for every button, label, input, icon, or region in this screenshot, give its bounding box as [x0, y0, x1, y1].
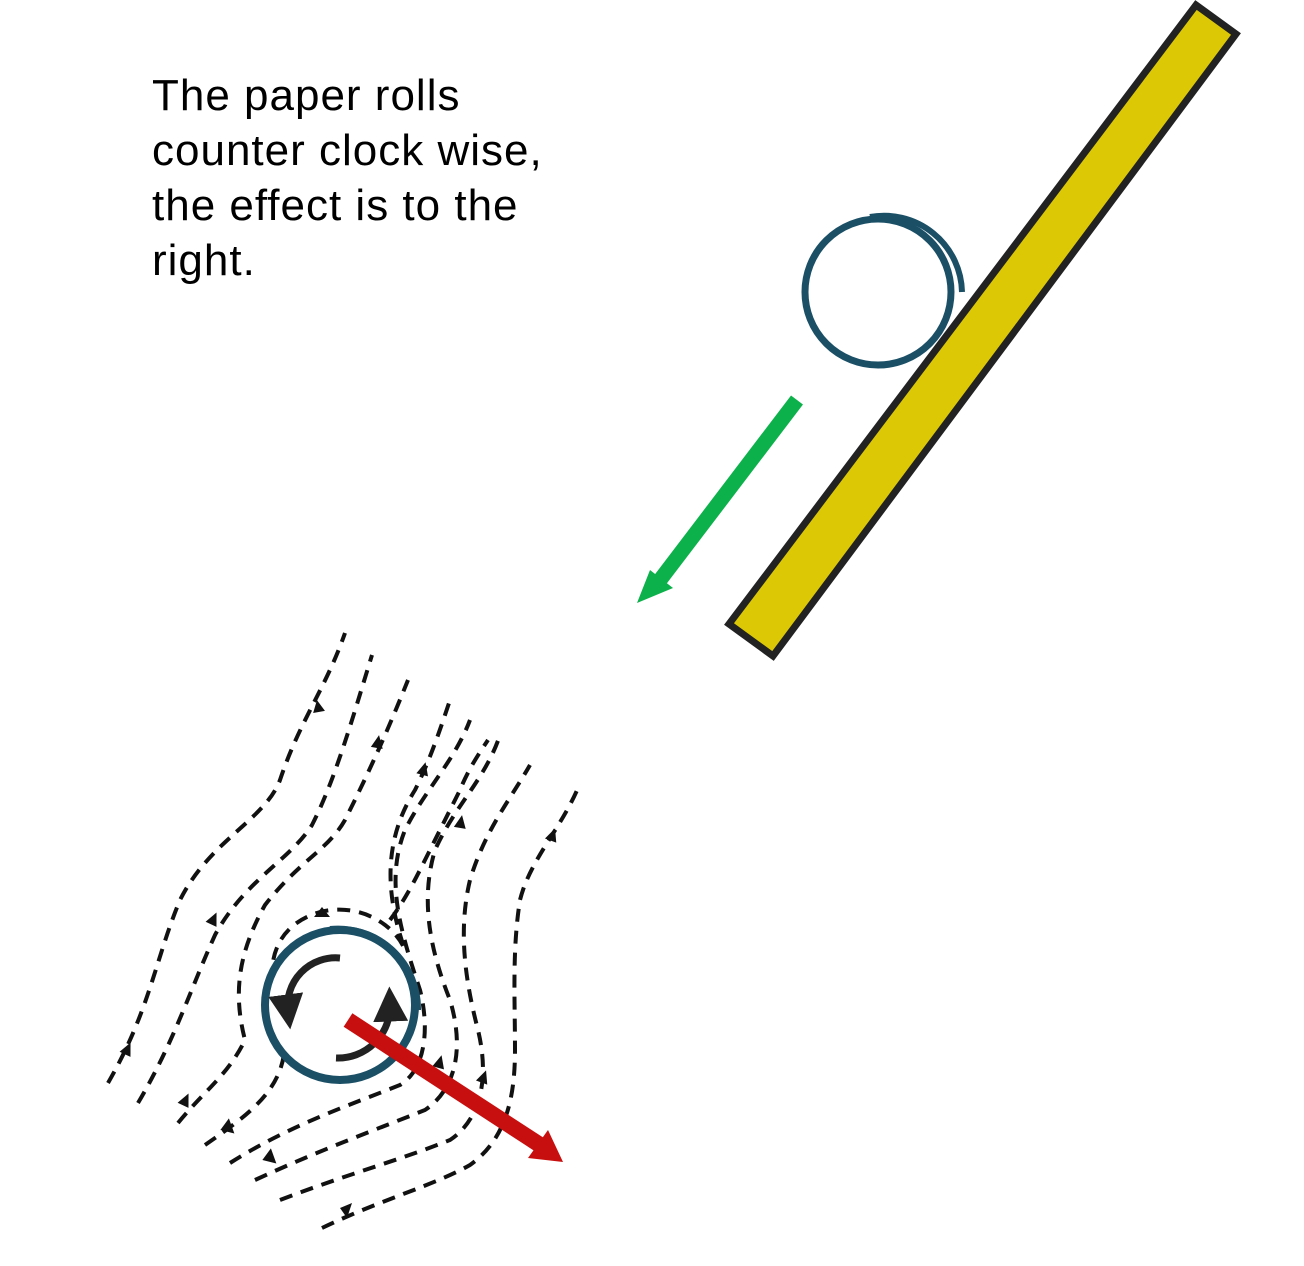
- caption-line-2: counter clock wise,: [152, 126, 543, 175]
- streamline: [176, 679, 410, 1125]
- flow-arrowhead: [220, 1118, 235, 1134]
- caption-line-3: the effect is to the: [152, 181, 519, 230]
- spin-arrow-upper: [268, 954, 341, 1030]
- falling-direction-arrow: [637, 395, 803, 603]
- flow-arrowhead: [313, 700, 325, 713]
- caption-line-4: right.: [152, 236, 256, 285]
- flow-arrowhead: [416, 762, 428, 777]
- flow-arrowhead: [432, 1055, 444, 1070]
- streamline: [279, 764, 532, 1202]
- streamline: [136, 654, 374, 1105]
- streamline: [228, 719, 472, 1165]
- flow-arrowhead: [177, 1093, 189, 1108]
- airflow-streamlines: [106, 632, 580, 1230]
- streamline-arrowheads: [119, 700, 557, 1218]
- flow-arrowhead: [205, 912, 217, 927]
- streamline: [388, 738, 490, 922]
- flow-arrowhead: [453, 815, 466, 829]
- inclined-ramp: [724, 0, 1241, 661]
- flow-arrowhead: [119, 1042, 131, 1057]
- flow-arrowhead: [262, 1148, 277, 1164]
- streamline: [254, 734, 502, 1182]
- magnus-force-arrow: [343, 1013, 563, 1162]
- flow-arrowhead: [340, 1203, 352, 1218]
- flow-arrowhead: [544, 828, 557, 843]
- flow-arrowhead: [475, 1070, 488, 1085]
- caption-text: The paper rolls counter clock wise, the …: [152, 68, 672, 288]
- flow-arrowhead: [370, 735, 383, 749]
- streamline: [321, 787, 580, 1230]
- streamline: [203, 699, 452, 1147]
- caption-line-1: The paper rolls: [152, 71, 461, 120]
- streamline: [106, 632, 347, 1084]
- paper-roll-on-ramp: [801, 212, 965, 369]
- flow-arrowhead: [314, 907, 330, 917]
